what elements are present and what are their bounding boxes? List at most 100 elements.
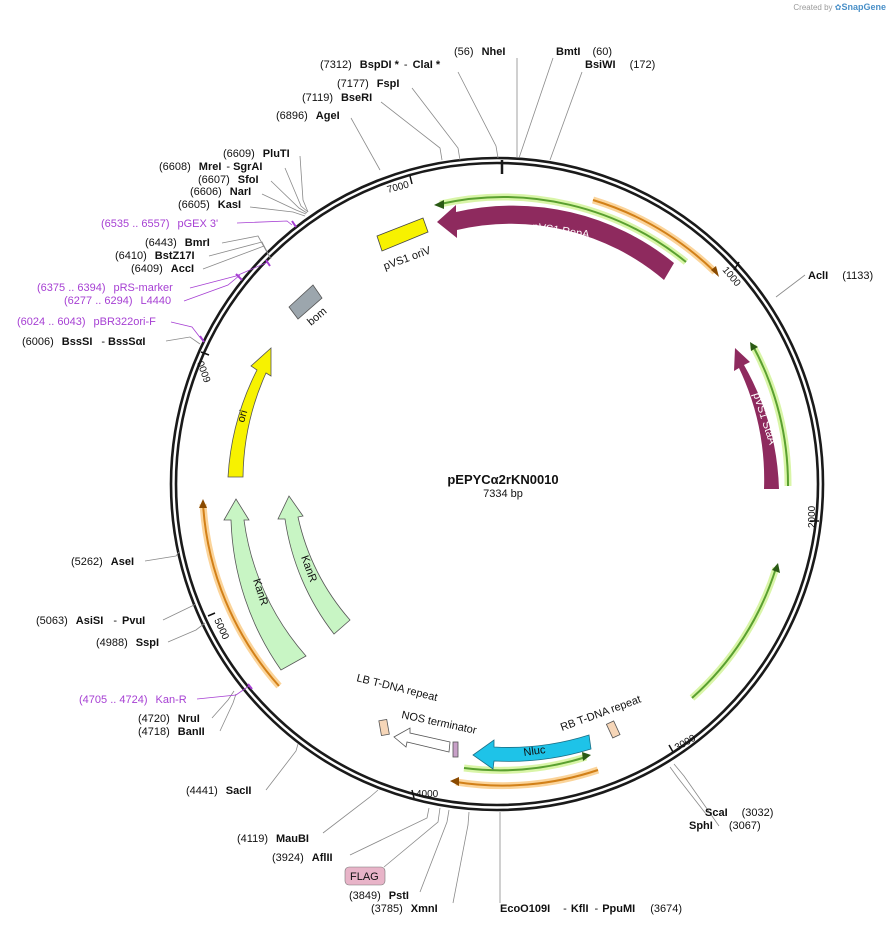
site-sacii[interactable]: (4441)SacII — [186, 785, 251, 797]
site-sphi-name: SphI — [689, 820, 713, 832]
primer-mark-pbr — [199, 335, 205, 343]
site-mrei-pos: (6608) — [159, 161, 191, 173]
site-bmri[interactable]: (6443)BmrI — [145, 237, 210, 249]
site-psti[interactable]: (3849)PstI — [349, 890, 409, 902]
primer-pgex[interactable]: (6535 .. 6557)pGEX 3' — [101, 218, 218, 230]
site-bspdi-sep: - — [404, 59, 408, 71]
site-sspi-pos: (4988) — [96, 637, 128, 649]
site-pluti-pos: (6609) — [223, 148, 255, 160]
primer-leader-pgex — [236, 220, 293, 226]
site-fspi-name: FspI — [377, 78, 400, 90]
site-bspdi-clai[interactable]: (7312)BspDI *-ClaI * — [320, 59, 441, 71]
primer-leader-lines — [170, 220, 297, 700]
site-asisi-pvui[interactable]: (5063)AsiSI-PvuI — [36, 615, 145, 627]
leader-acli — [775, 274, 806, 298]
feature-label-nluc: Nluc — [523, 744, 547, 759]
primer-mark-l4440 — [235, 273, 243, 281]
feature-nluc[interactable] — [472, 734, 592, 770]
site-pvui-name: PvuI — [122, 615, 145, 627]
tick-label-1000: 1000 — [720, 265, 743, 289]
site-eco-kfl-ppum[interactable]: EcoO109I-KflI-PpuMI(3674) — [500, 903, 682, 915]
site-nari[interactable]: (6606)NarI — [190, 186, 251, 198]
leader-acci — [202, 245, 272, 270]
feature-rb-repeat[interactable] — [605, 720, 621, 739]
site-nrui-name: NruI — [178, 713, 200, 725]
leader-pluti — [299, 155, 309, 213]
site-eco-name: EcoO109I — [500, 903, 550, 915]
feature-pvs1-staa[interactable] — [734, 348, 779, 489]
primer-kanr-name: Kan-R — [156, 694, 187, 706]
site-nrui-pos: (4720) — [138, 713, 170, 725]
leader-sphi — [673, 763, 720, 827]
site-sspi[interactable]: (4988) SspI — [96, 637, 159, 649]
site-acli[interactable]: AclI(1133) — [808, 270, 873, 282]
feature-pvs1-oriv[interactable] — [376, 217, 429, 252]
feature-label-oriv: pVS1 oriV — [382, 244, 433, 272]
site-bmti-pos: (60) — [592, 46, 612, 58]
site-asei-name: AseI — [111, 556, 134, 568]
feature-pvs1-repa[interactable] — [437, 205, 674, 280]
site-kasi-pos: (6605) — [178, 199, 210, 211]
credit-prefix: Created by — [793, 3, 833, 12]
site-sphi[interactable]: SphI(3067) — [689, 820, 761, 832]
site-sfoi[interactable]: (6607)SfoI — [198, 174, 259, 186]
site-sfoi-pos: (6607) — [198, 174, 230, 186]
site-agei[interactable]: (6896)AgeI — [276, 110, 340, 122]
site-maubi[interactable]: (4119)MauBI — [237, 833, 309, 845]
site-fspi[interactable]: (7177)FspI — [337, 78, 399, 90]
primer-pbr-range: (6024 .. 6043) — [17, 316, 86, 328]
primer-mark-kanr — [247, 683, 253, 690]
feature-bom[interactable] — [288, 284, 323, 320]
site-pluti[interactable]: (6609) PluTI — [223, 148, 290, 160]
site-bsssai-name: BssSαI — [108, 336, 145, 348]
site-asei[interactable]: (5262)AseI — [71, 556, 134, 568]
feature-flag-box[interactable] — [344, 866, 386, 886]
site-pluti-name: PluTI — [263, 148, 290, 160]
site-aflii[interactable]: (3924)AflII — [272, 852, 333, 864]
plasmid-size: 7334 bp — [483, 488, 523, 500]
site-acci[interactable]: (6409)AccI — [131, 263, 194, 275]
site-kasi[interactable]: (6605)KasI — [178, 199, 241, 211]
feature-kanr-1[interactable] — [223, 498, 307, 671]
leader-nrui — [211, 690, 235, 719]
site-nari-pos: (6606) — [190, 186, 222, 198]
site-agei-pos: (6896) — [276, 110, 308, 122]
leader-flag — [383, 807, 441, 868]
arc-orange-left — [202, 503, 280, 687]
site-mrei-sgrai[interactable]: (6608)MreI-SgrAI — [159, 161, 262, 173]
leader-asei — [144, 551, 180, 562]
site-acci-pos: (6409) — [131, 263, 163, 275]
leader-scai — [669, 766, 707, 815]
primer-kan-r[interactable]: (4705 .. 4724)Kan-R — [79, 694, 187, 706]
site-bsssi[interactable]: (6006)BssSI-BssSαI — [22, 336, 145, 348]
site-bstz17i[interactable]: (6410)BstZ17I — [115, 250, 195, 262]
site-banii[interactable]: (4718)BanII — [138, 726, 205, 738]
site-bmti[interactable]: BmtI(60) — [556, 46, 612, 58]
leader-fspi — [411, 87, 461, 161]
feature-kanr-2[interactable] — [277, 495, 351, 635]
primer-pbr322ori-f[interactable]: (6024 .. 6043)pBR322ori-F — [17, 316, 156, 328]
tick-label-2000: 2000 — [807, 505, 818, 528]
feature-ori[interactable] — [227, 347, 272, 478]
leader-banii — [219, 693, 237, 732]
feature-nos-terminator[interactable] — [393, 727, 451, 753]
site-bsiwi[interactable]: BsiWI(172) — [585, 59, 655, 71]
arc-orange-left-arrowhead — [199, 499, 207, 508]
site-xmni[interactable]: (3785)XmnI — [371, 903, 438, 915]
feature-label-rb: RB T-DNA repeat — [559, 694, 643, 734]
site-nrui[interactable]: (4720) NruI — [138, 713, 200, 725]
site-sacii-pos: (4441) — [186, 785, 218, 797]
site-nhei-pos: (56) — [454, 46, 474, 58]
site-nhei[interactable]: (56)NheI — [454, 46, 505, 58]
site-acli-pos: (1133) — [842, 270, 873, 282]
arc-green-right-arrowhead — [750, 342, 758, 351]
primer-l4440[interactable]: (6277 .. 6294)L4440 — [64, 295, 171, 307]
site-bseri[interactable]: (7119)BseRI — [302, 92, 372, 104]
feature-lb-repeat[interactable] — [378, 718, 390, 737]
arc-green-bottom — [463, 756, 587, 772]
primer-prs-marker[interactable]: (6375 .. 6394)pRS-marker — [37, 282, 173, 294]
site-scai[interactable]: ScaI(3032) — [705, 807, 773, 819]
site-sspi-name: SspI — [136, 637, 159, 649]
site-kfli-name: KflI — [571, 903, 589, 915]
